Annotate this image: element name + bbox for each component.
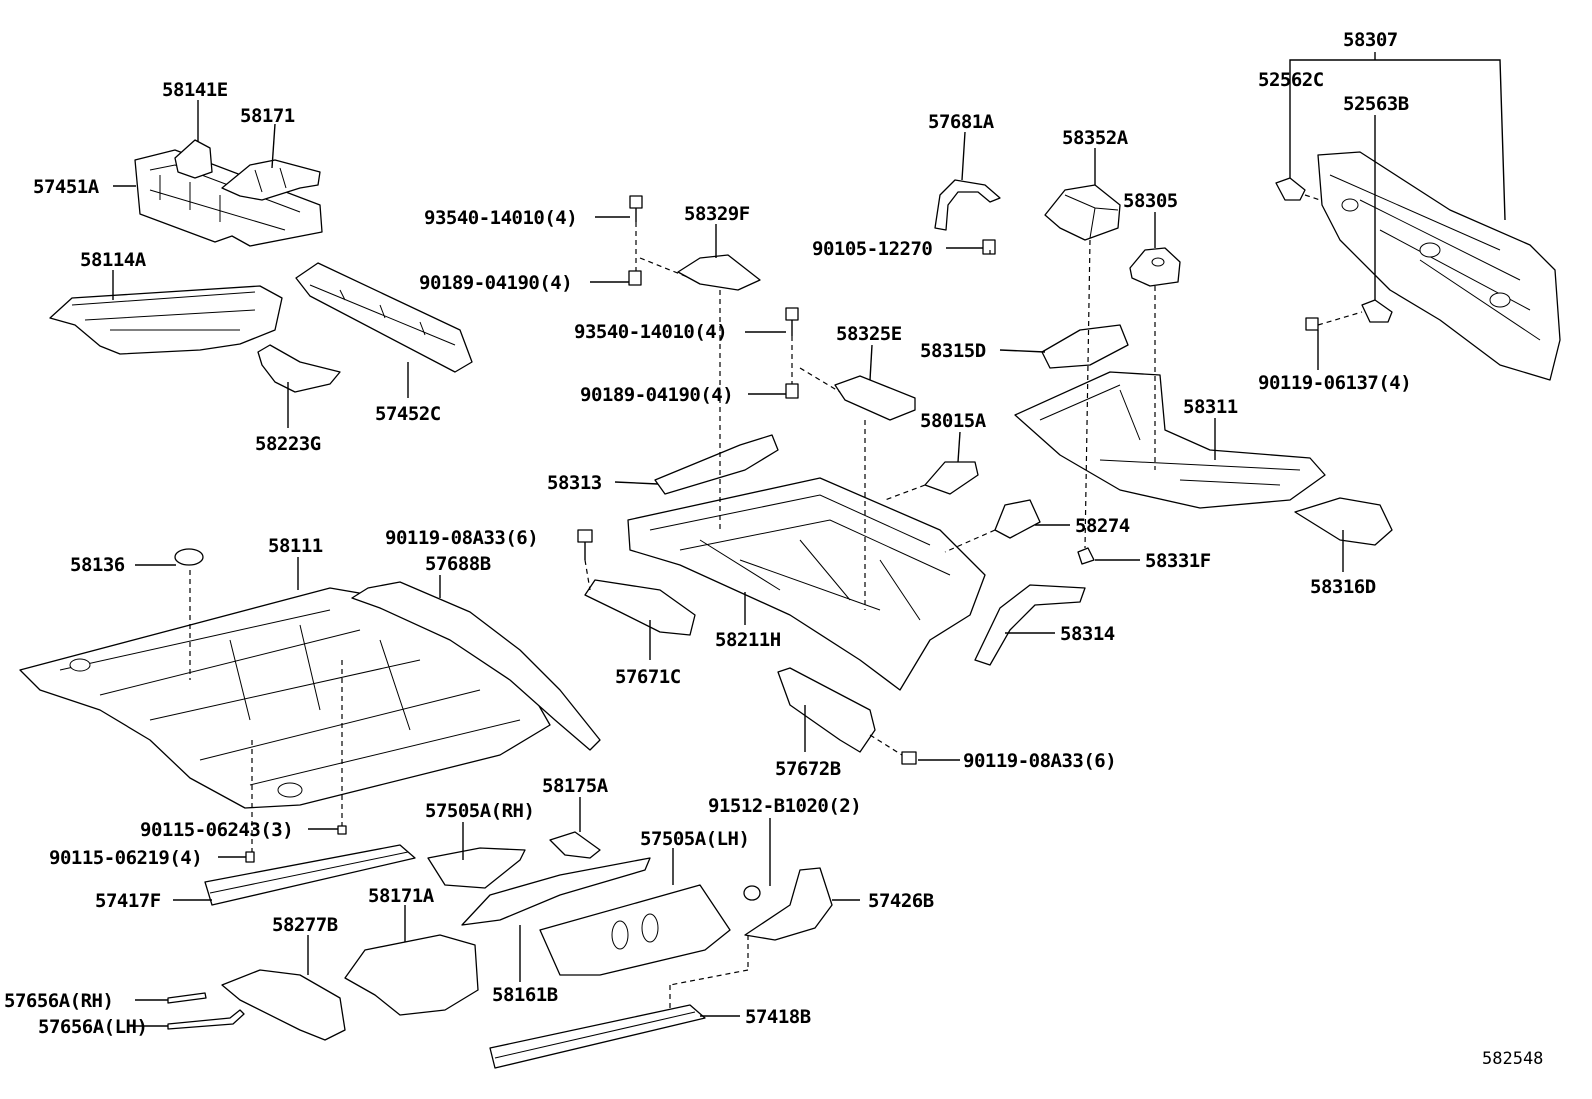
part-58325E-drawing (834, 375, 916, 421)
part-58352A-drawing (1044, 184, 1121, 241)
label-52562C: 52562C (1258, 69, 1324, 91)
part-58313-drawing (654, 434, 779, 495)
label-58311: 58311 (1183, 396, 1238, 418)
label-90105-12270: 90105-12270 (812, 238, 932, 260)
label-58015A: 58015A (920, 410, 987, 432)
label-58223G: 58223G (255, 433, 321, 455)
part-58175A-drawing (549, 831, 601, 859)
part-57656A-LH-drawing (167, 1009, 245, 1030)
part-labels: 58307 52562C 52563B 58141E 58171 57451A … (4, 29, 1543, 1069)
label-90189-a: 90189-04190(4) (419, 272, 572, 294)
part-58274-drawing (994, 499, 1041, 539)
diagram-reference-number: 582548 (1482, 1049, 1543, 1069)
part-57681A-drawing (934, 179, 1001, 231)
label-58316D: 58316D (1310, 576, 1376, 598)
part-58277B-drawing (221, 969, 346, 1041)
part-57417F-drawing (204, 844, 416, 906)
part-58141E-drawing (174, 139, 213, 179)
part-58316D-drawing (1294, 497, 1393, 546)
part-57688B-drawing (351, 581, 601, 751)
part-58015A-drawing (924, 461, 979, 495)
part-57418B-drawing (489, 1004, 706, 1069)
part-58136-drawing (174, 548, 204, 566)
part-58171A-drawing (344, 934, 479, 1016)
part-58161B-drawing (461, 857, 651, 926)
label-57451A: 57451A (33, 176, 100, 198)
assembly-dash-lines (189, 194, 1363, 1012)
part-58223G-drawing (257, 344, 341, 393)
label-90119-06137: 90119-06137(4) (1258, 372, 1411, 394)
label-58313: 58313 (547, 472, 602, 494)
part-57672B-drawing (777, 667, 876, 753)
label-90115-06243: 90115-06243(3) (140, 819, 293, 841)
label-58277B: 58277B (272, 914, 338, 936)
label-57656A-RH: 57656A(RH) (4, 990, 113, 1012)
label-58331F: 58331F (1145, 550, 1211, 572)
label-58314: 58314 (1060, 623, 1115, 645)
label-57681A: 57681A (928, 111, 995, 133)
part-58311-drawing (1014, 371, 1326, 509)
part-52562C-drawing (1275, 177, 1306, 201)
label-93540-a: 93540-14010(4) (424, 207, 577, 229)
label-57688B: 57688B (425, 553, 491, 575)
part-57452C-drawing (295, 262, 473, 373)
label-57452C: 57452C (375, 403, 441, 425)
label-57418B: 57418B (745, 1006, 811, 1028)
label-57417F: 57417F (95, 890, 161, 912)
part-58114A-drawing (49, 285, 283, 355)
part-57505A-RH-drawing (427, 847, 526, 889)
part-57505A-LH-drawing (539, 884, 731, 976)
label-57672B: 57672B (775, 758, 841, 780)
part-57426B-drawing (743, 867, 833, 941)
label-93540-b: 93540-14010(4) (574, 321, 727, 343)
label-58211H: 58211H (715, 629, 781, 651)
part-58314-drawing (974, 584, 1086, 666)
label-58171A: 58171A (368, 885, 435, 907)
label-90189-b: 90189-04190(4) (580, 384, 733, 406)
label-57505A-LH: 57505A(LH) (640, 828, 749, 850)
label-58175A: 58175A (542, 775, 609, 797)
label-58307: 58307 (1343, 29, 1398, 51)
label-58325E: 58325E (836, 323, 902, 345)
part-58329F-drawing (677, 254, 761, 291)
label-58352A: 58352A (1062, 127, 1129, 149)
label-90119-08A33-b: 90119-08A33(6) (963, 750, 1116, 772)
part-58315D-drawing (1041, 324, 1129, 369)
label-58274: 58274 (1075, 515, 1130, 537)
bolt-icons (245, 195, 1319, 863)
label-91512-B1020: 91512-B1020(2) (708, 795, 861, 817)
label-58329F: 58329F (684, 203, 750, 225)
leader-lines (112, 52, 1506, 1027)
label-90119-08A33-a: 90119-08A33(6) (385, 527, 538, 549)
label-58111: 58111 (268, 535, 323, 557)
label-58315D: 58315D (920, 340, 986, 362)
part-58171-drawing (221, 159, 321, 201)
label-58305: 58305 (1123, 190, 1178, 212)
part-58305-drawing (1129, 247, 1181, 287)
label-57505A-RH: 57505A(RH) (425, 800, 534, 822)
label-58114A: 58114A (80, 249, 147, 271)
label-58161B: 58161B (492, 984, 558, 1006)
label-57656A-LH: 57656A(LH) (38, 1016, 147, 1038)
label-57426B: 57426B (868, 890, 934, 912)
part-58307-drawing (1317, 151, 1561, 381)
label-90115-06219: 90115-06219(4) (49, 847, 202, 869)
part-58211H-drawing (627, 477, 986, 691)
label-58136: 58136 (70, 554, 125, 576)
part-57671C-drawing (584, 579, 696, 636)
label-58171: 58171 (240, 105, 295, 127)
part-57656A-RH-drawing (167, 992, 207, 1004)
label-52563B: 52563B (1343, 93, 1409, 115)
label-57671C: 57671C (615, 666, 681, 688)
label-58141E: 58141E (162, 79, 228, 101)
part-52563B-drawing (1361, 299, 1393, 323)
part-58111-drawing (19, 587, 551, 809)
part-58331F-drawing (1077, 547, 1095, 565)
